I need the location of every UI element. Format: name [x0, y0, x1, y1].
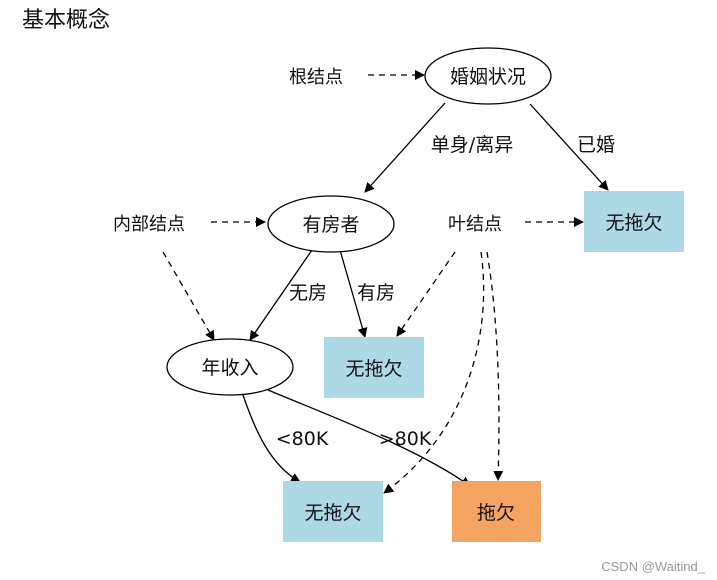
edge-label-single-divorced: 单身/离异	[431, 134, 513, 156]
internal-point-label: 内部结点	[113, 214, 185, 235]
leaf-low-income-label: 无拖欠	[304, 502, 361, 524]
leaf-has-house-label: 无拖欠	[345, 358, 402, 380]
edge-house-to-leaf	[339, 249, 368, 338]
node-income-label: 年收入	[201, 357, 258, 379]
node-marriage	[424, 47, 552, 105]
leaf-has-house	[324, 337, 424, 398]
page-title: 基本概念	[22, 8, 111, 33]
leaf-high-income-label: 拖欠	[477, 502, 515, 524]
edge-leaf-label-to-leaf-has-house	[396, 251, 456, 337]
leaf-married	[584, 191, 684, 252]
leaf-high-income	[452, 481, 541, 542]
node-income	[166, 338, 294, 396]
leaf-married-label: 无拖欠	[605, 212, 662, 234]
edge-income-to-leaf-high	[267, 389, 471, 487]
edge-label-gt-80k: >80K	[379, 428, 432, 450]
edge-label-no-house: 无房	[289, 282, 327, 304]
edge-internal-label-to-income	[162, 251, 215, 341]
edge-marriage-to-leaf-married	[529, 103, 609, 191]
watermark: CSDN @Waitind_	[601, 559, 705, 574]
node-house	[267, 195, 395, 253]
edge-marriage-to-house	[364, 102, 446, 193]
node-house-label: 有房者	[302, 214, 359, 236]
edge-house-to-income	[249, 249, 313, 341]
edge-leaf-label-to-leaf-high	[486, 251, 504, 481]
edge-label-has-house: 有房	[357, 282, 395, 304]
edge-income-to-leaf-low	[242, 394, 301, 483]
edge-leaf-label-to-leaf-low	[383, 251, 485, 494]
edge-label-lt-80k: <80K	[276, 428, 329, 450]
root-point-label: 根结点	[289, 67, 343, 88]
leaf-point-label: 叶结点	[448, 214, 502, 235]
node-marriage-label: 婚姻状况	[450, 66, 526, 88]
edge-label-married: 已婚	[577, 134, 615, 156]
leaf-low-income	[283, 481, 383, 542]
